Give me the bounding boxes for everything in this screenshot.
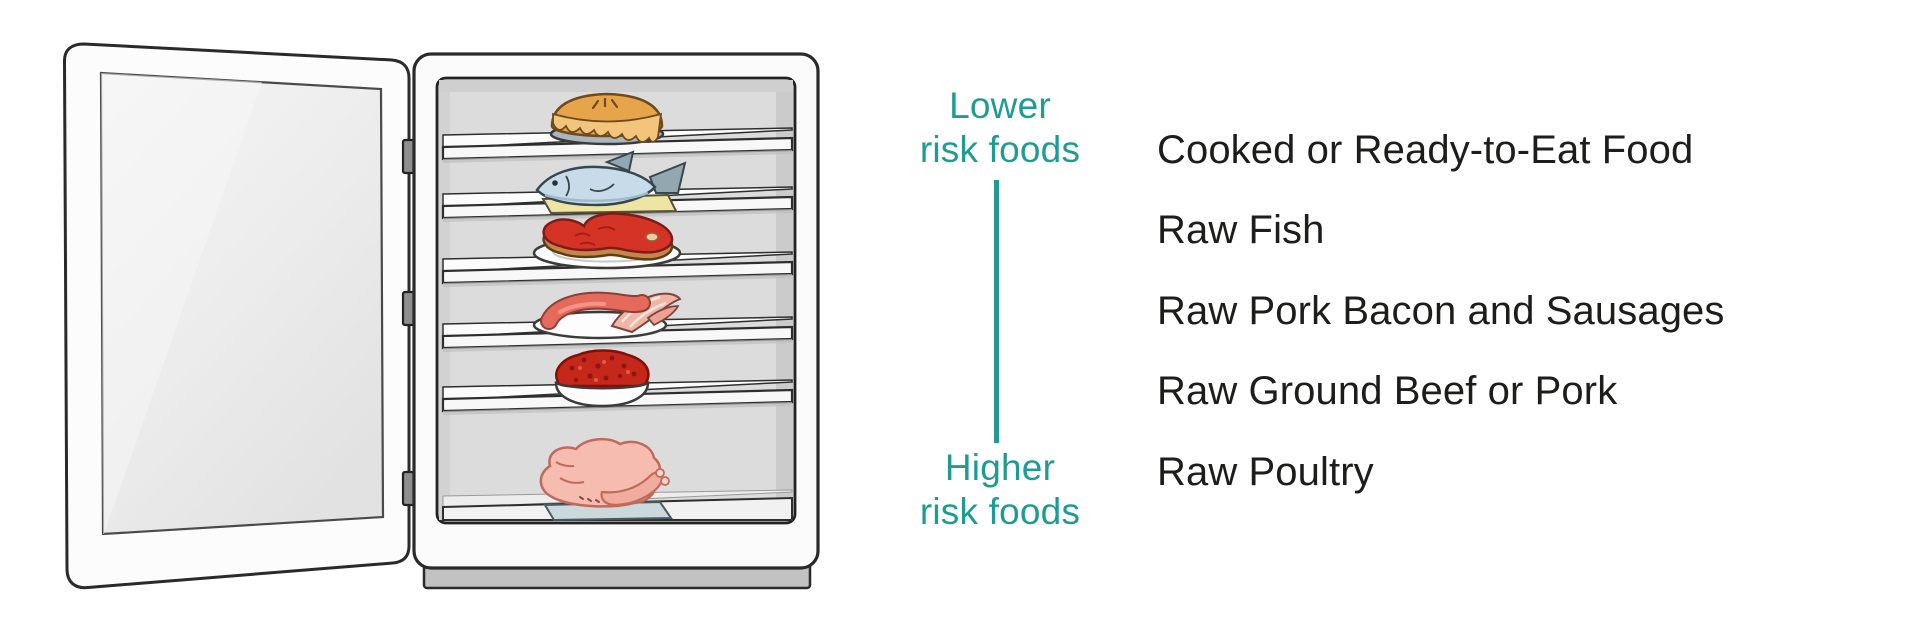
cavity-right-wall <box>776 81 793 520</box>
raw-steak-icon <box>532 212 682 270</box>
food-list-item-cooked: Cooked or Ready-to-Eat Food <box>1157 127 1694 172</box>
food-list: Cooked or Ready-to-Eat Food Raw Fish Raw… <box>1157 110 1725 513</box>
door-panel-sheen <box>101 73 262 534</box>
food-list-item-raw-ground-beef-pork: Raw Ground Beef or Pork <box>1157 369 1618 414</box>
raw-poultry-icon <box>539 437 673 522</box>
food-list-item-raw-fish: Raw Fish <box>1157 208 1325 253</box>
fridge-door <box>62 42 411 590</box>
food-list-item-raw-pork-bacon-sausages: Raw Pork Bacon and Sausages <box>1157 288 1725 333</box>
fridge-illustration <box>62 42 820 590</box>
risk-scale-line <box>994 180 999 443</box>
hinge-icon <box>401 290 416 327</box>
sausage-and-bacon-icon <box>532 291 682 340</box>
hinge-icon <box>401 138 416 175</box>
hinge-icon <box>401 470 416 507</box>
food-list-item-raw-poultry: Raw Poultry <box>1157 449 1374 494</box>
higher-risk-label: Higher risk foods <box>919 447 1081 533</box>
raw-fish-icon <box>535 150 687 215</box>
lower-risk-label: Lower risk foods <box>919 85 1081 171</box>
cavity-top-shadow <box>439 80 793 92</box>
pie-icon <box>549 92 665 146</box>
ground-meat-icon <box>554 349 650 408</box>
